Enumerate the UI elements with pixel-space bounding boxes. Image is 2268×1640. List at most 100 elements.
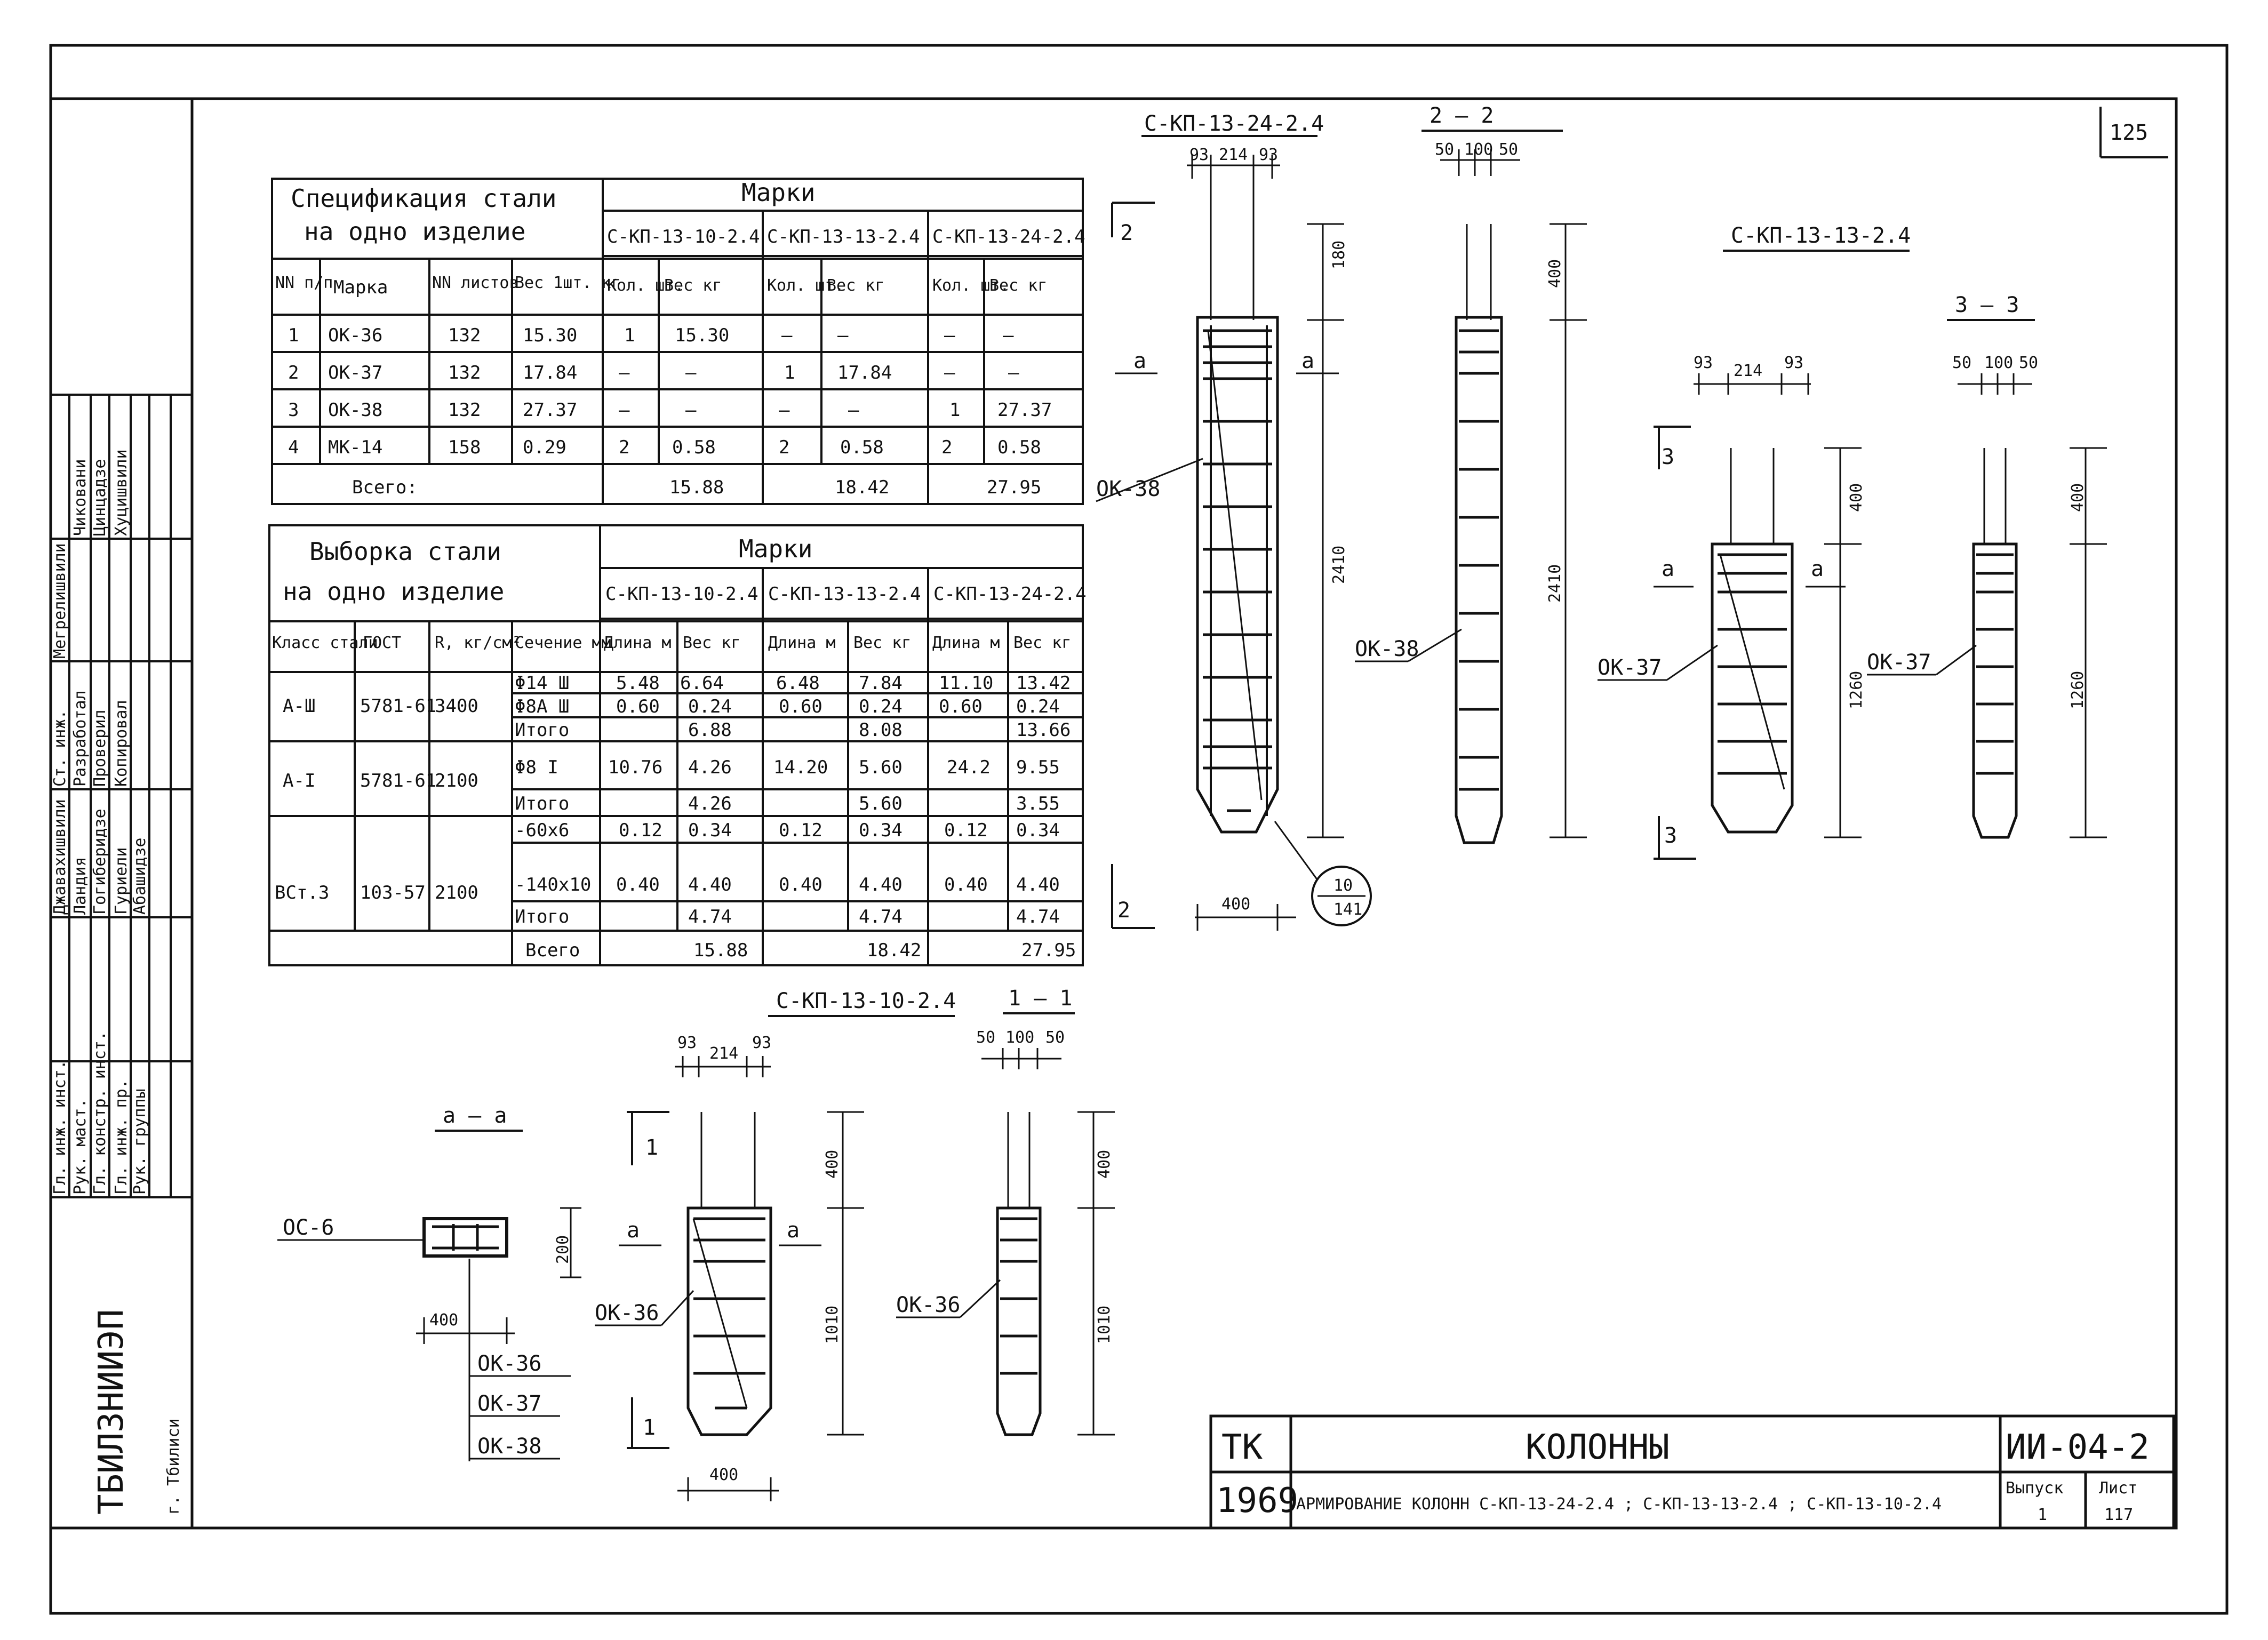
- sample-sub-len-1: Длина м: [604, 634, 671, 652]
- sec11-dim-c: 50: [1045, 1028, 1065, 1047]
- sample-col-gost: ГОСТ: [363, 634, 401, 652]
- spec-cell: 1: [784, 362, 795, 383]
- stamp-person: Гуриели: [112, 847, 131, 915]
- spec-cell: 17.84: [837, 362, 892, 383]
- sample-row: Итого 4.74 4.74 4.74: [515, 906, 1060, 927]
- section-aa-drawing: а — а ОС-6 400 ОК-36 ОК-37 ОК-38: [277, 1103, 571, 1461]
- stamp-person: Мегрелишвили: [51, 543, 69, 659]
- sample-cell: 0.60: [616, 696, 660, 717]
- sample-row: -140х10 0.40 4.40 0.40 4.40 0.40 4.40: [515, 874, 1060, 895]
- sec22-h2: 2410: [1546, 564, 1564, 603]
- stamp-person: Гогиберидзе: [91, 809, 109, 915]
- spec-cell: —: [781, 325, 793, 346]
- spec-cell: —: [1003, 325, 1014, 346]
- sample-cell: 13.42: [1016, 673, 1071, 694]
- spec-total-label: Всего:: [352, 477, 418, 498]
- sample-cell: Φ8 I: [515, 757, 558, 778]
- sample-cell: 4.26: [688, 793, 732, 814]
- column-10-drawing: С-КП-13-10-2.4 93 214 93: [554, 989, 956, 1501]
- spec-cell: МК-14: [328, 437, 382, 458]
- sample-cell: 6.48: [776, 673, 820, 694]
- spec-cell: 15.30: [675, 325, 729, 346]
- stamp-person: Чиковани: [71, 459, 90, 537]
- sample-cell: 0.34: [688, 820, 732, 841]
- col24-cut-bottom: 2: [1117, 898, 1130, 923]
- col13-outline: [1711, 542, 1794, 834]
- spec-cell: 132: [448, 362, 481, 383]
- sample-total-3: 27.95: [1021, 940, 1076, 961]
- sample-total-1: 15.88: [693, 940, 748, 961]
- col24-h2: 2410: [1330, 546, 1348, 584]
- sample-cell: 103-57: [360, 882, 426, 903]
- spec-cell: 1: [288, 325, 299, 346]
- sample-cell: 11.10: [939, 673, 993, 694]
- title-sheet-label: Лист: [2099, 1479, 2137, 1498]
- spec-table-text: Спецификация стали на одно изделие Марки…: [275, 178, 1085, 498]
- sample-cell: 0.60: [779, 696, 822, 717]
- sample-row: ВСт.3 103-57 2100 -60х6 0.12 0.34 0.12 0…: [275, 820, 1060, 903]
- spec-cell: —: [685, 399, 697, 421]
- col24-dim-b: 214: [1219, 146, 1248, 164]
- spec-table: [271, 178, 1084, 505]
- sample-cell: 5781-61: [360, 770, 436, 791]
- title-name: КОЛОННЫ: [1526, 1428, 1670, 1467]
- section-11-drawing: 1 — 1 50 100 50 400: [896, 986, 1115, 1436]
- stamp-person: Джавахишвили: [51, 799, 69, 915]
- col24-cut-top: 2: [1120, 221, 1133, 245]
- spec-col-mark: Марка: [333, 277, 388, 298]
- sample-cell: 10.76: [608, 757, 662, 778]
- sample-col-section: Сечение мм: [515, 634, 611, 652]
- sample-title-2: на одно изделие: [283, 577, 504, 606]
- spec-cell: 0.58: [997, 437, 1041, 458]
- callout-bottom: 141: [1333, 900, 1362, 919]
- sec22-label: ОК-38: [1355, 637, 1419, 661]
- section-33-drawing: 3 — 3 50 100 50: [1867, 293, 2107, 839]
- title-sheet: 117: [2104, 1506, 2133, 1524]
- spec-cell: 2: [288, 362, 299, 383]
- stamp-person: Абашидзе: [131, 838, 149, 915]
- secaa-outline: [422, 1217, 508, 1258]
- col13-title: С-КП-13-13-2.4: [1731, 223, 1911, 248]
- sec33-h2: 1260: [2069, 671, 2087, 709]
- sample-cell: 14.20: [773, 757, 828, 778]
- col24-h1: 180: [1330, 241, 1348, 269]
- spec-mark-3: С-КП-13-24-2.4: [932, 226, 1085, 247]
- sample-cell: 3400: [435, 695, 478, 717]
- sample-cell: 4.74: [1016, 906, 1060, 927]
- spec-col-nn: NN п/п: [275, 274, 333, 292]
- sec11-h2: 1010: [1095, 1306, 1114, 1344]
- col10-dim-a: 93: [677, 1034, 697, 1052]
- sample-cell: 6.88: [688, 719, 732, 741]
- spec-cell: 2: [779, 437, 789, 458]
- sample-row: А-I 5781-61 2100 Φ8 I 10.76 4.26 14.20 5…: [283, 757, 1060, 791]
- stamp-role: Гл. констр. инст.: [91, 1031, 109, 1195]
- secaa-item-3: ОК-38: [477, 1434, 541, 1459]
- sample-cell: 4.74: [688, 906, 732, 927]
- sec33-label: ОК-37: [1867, 650, 1931, 675]
- sample-cell: 4.40: [1016, 874, 1060, 895]
- col10-cut-a-right: а: [787, 1218, 800, 1243]
- spec-cell: 3: [288, 399, 299, 421]
- sample-total-2: 18.42: [867, 940, 921, 961]
- sample-cell: 0.12: [779, 820, 822, 841]
- col13-dim-a: 93: [1694, 354, 1713, 372]
- sample-cell: Φ14 Ш: [515, 673, 569, 694]
- sec33-outline: [1972, 542, 2018, 839]
- sec11-label: ОК-36: [896, 1293, 960, 1317]
- col13-cut-a-left: а: [1662, 557, 1674, 581]
- spec-row: 3 ОК-38 132 27.37 — — — — 1 27.37: [288, 399, 1052, 421]
- sample-sub-wt-1: Вес кг: [683, 634, 740, 652]
- sample-cell: 0.34: [859, 820, 903, 841]
- sample-cell: 4.40: [859, 874, 903, 895]
- spec-cell: ОК-37: [328, 362, 382, 383]
- sample-mark-1: С-КП-13-10-2.4: [605, 583, 758, 605]
- spec-cell: ОК-38: [328, 399, 382, 421]
- sec11-h1: 400: [1095, 1150, 1114, 1179]
- title-year: 1969: [1216, 1481, 1298, 1521]
- spec-cell: 1: [624, 325, 635, 346]
- stamp-person: Хуцишвили: [112, 449, 131, 536]
- spec-cell: 0.58: [672, 437, 716, 458]
- sec33-dim-b: 100: [1984, 354, 2013, 372]
- sec11-dim-a: 50: [976, 1028, 995, 1047]
- stamp-role: Рук. группы: [131, 1089, 149, 1195]
